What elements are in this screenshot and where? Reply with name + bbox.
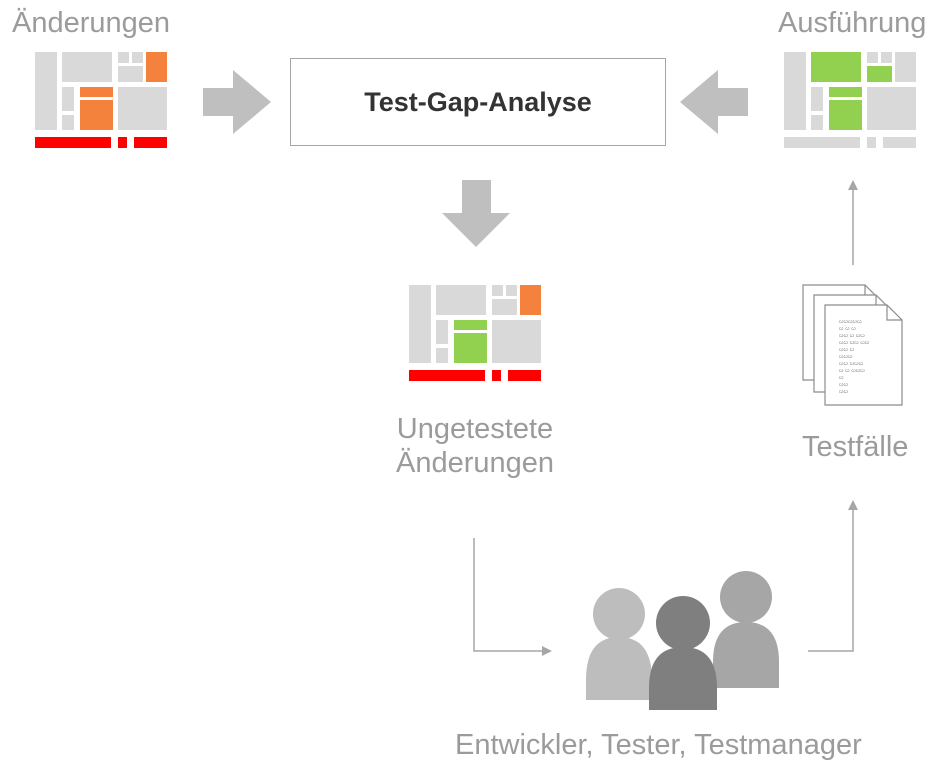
document-line: ꞷꞷ ꞷꞷꞷ: [839, 361, 864, 367]
document-line: ꞷ ꞷ ꞷ: [839, 326, 856, 332]
document-line: ꞷꞷ: [839, 389, 849, 395]
untested-changes-label: Ungetestete Änderungen: [370, 412, 580, 480]
execution-label: Ausführung: [778, 7, 927, 39]
document-line: ꞷꞷ ꞷꞷ ꞷꞷ: [839, 340, 870, 346]
treemap-changes-icon: [35, 52, 167, 148]
document-line: ꞷꞷ: [839, 382, 849, 388]
untested-label-line2: Änderungen: [395, 447, 555, 479]
document-line: ꞷꞷꞷꞷꞷ: [839, 319, 862, 325]
person-left: [586, 588, 652, 700]
testcases-label: Testfälle: [802, 431, 909, 463]
arrow-changes-to-analysis: [203, 70, 271, 134]
analysis-box: Test-Gap-Analyse: [290, 58, 666, 146]
treemap-execution-icon: [784, 52, 916, 148]
analysis-title: Test-Gap-Analyse: [364, 86, 592, 117]
document-line: ꞷꞷ ꞷ ꞷꞷ: [839, 333, 865, 339]
arrow-people-to-testcases: [808, 500, 858, 652]
arrow-analysis-to-untested: [442, 180, 510, 247]
untested-label-line1: Ungetestete: [396, 413, 554, 445]
arrow-execution-to-analysis: [680, 70, 748, 134]
people-label: Entwickler, Tester, Testmanager: [455, 729, 862, 761]
document-line: ꞷ ꞷ ꞷꞷꞷ: [839, 368, 865, 374]
document-line: ꞷ: [839, 375, 844, 381]
person-right: [713, 571, 779, 688]
people-icon: [586, 571, 779, 710]
document-line: ꞷꞷꞷ: [839, 354, 853, 360]
treemap-untested-icon: [409, 285, 541, 381]
changes-label: Änderungen: [12, 7, 171, 39]
document-line: ꞷꞷ ꞷ: [839, 347, 855, 353]
person-center: [649, 596, 717, 710]
arrow-untested-to-people: [473, 538, 552, 656]
